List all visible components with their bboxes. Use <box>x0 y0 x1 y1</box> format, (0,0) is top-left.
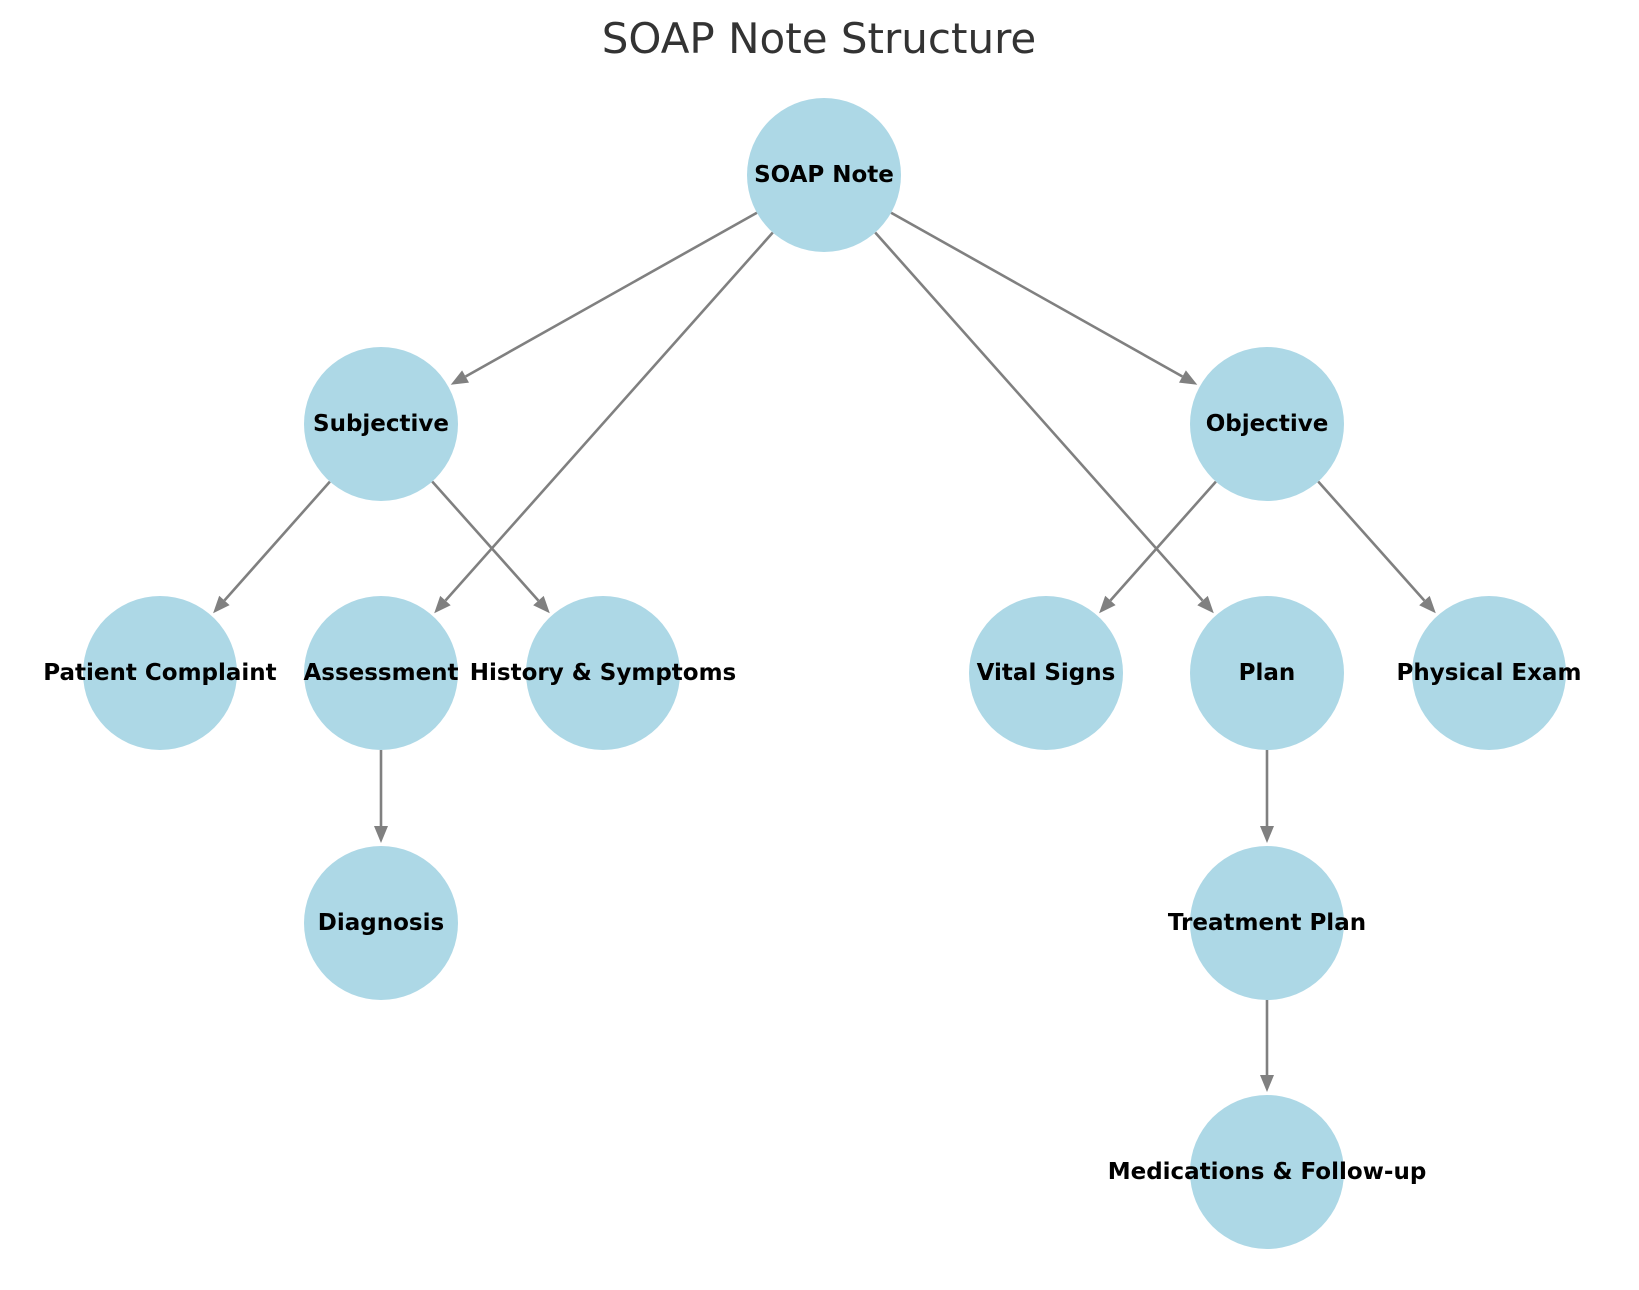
edge-soap-to-assessment <box>434 231 774 614</box>
node-circle <box>304 846 458 1000</box>
node-circle <box>83 596 237 750</box>
edge-line <box>890 211 1184 378</box>
node-vital_signs: Vital Signs <box>969 596 1123 750</box>
edge-line <box>1109 480 1217 602</box>
node-assessment: Assessment <box>303 596 459 750</box>
node-circle <box>1190 347 1344 501</box>
node-diagnosis: Diagnosis <box>304 846 458 1000</box>
edge-line <box>431 480 540 602</box>
edge-soap-to-objective <box>890 211 1198 385</box>
node-label: Diagnosis <box>318 910 444 936</box>
node-label: Medications & Follow-up <box>1108 1159 1427 1185</box>
arrow-head-icon <box>1179 370 1198 385</box>
edge-subjective-to-history <box>431 480 550 614</box>
node-label: Treatment Plan <box>1168 910 1366 936</box>
node-label: Plan <box>1239 660 1296 686</box>
node-physical_exam: Physical Exam <box>1397 596 1582 750</box>
node-circle <box>747 98 901 252</box>
edge-line <box>444 231 774 602</box>
edge-assessment-to-diagnosis <box>374 750 388 843</box>
edge-objective-to-physical_exam <box>1317 480 1436 614</box>
arrow-head-icon <box>533 595 550 614</box>
edge-soap-to-subjective <box>450 211 758 385</box>
node-circle <box>304 347 458 501</box>
edge-objective-to-vital_signs <box>1099 480 1217 614</box>
edge-soap-to-plan <box>874 231 1214 614</box>
node-label: Physical Exam <box>1397 660 1582 686</box>
node-soap: SOAP Note <box>747 98 901 252</box>
edge-line <box>874 231 1204 602</box>
arrow-head-icon <box>213 595 230 614</box>
node-subjective: Subjective <box>304 347 458 501</box>
arrow-head-icon <box>1260 1075 1274 1092</box>
arrow-head-icon <box>1419 595 1436 614</box>
node-circle <box>1190 846 1344 1000</box>
node-label: Objective <box>1206 411 1329 437</box>
node-label: Subjective <box>313 411 449 437</box>
edge-line <box>1317 480 1426 602</box>
arrow-head-icon <box>1099 595 1116 614</box>
node-patient_complaint: Patient Complaint <box>43 596 277 750</box>
node-label: Assessment <box>303 660 458 686</box>
node-plan: Plan <box>1190 596 1344 750</box>
edge-line <box>464 211 758 378</box>
node-history: History & Symptoms <box>470 596 736 750</box>
arrow-head-icon <box>1260 826 1274 843</box>
arrow-head-icon <box>374 826 388 843</box>
node-label: Vital Signs <box>977 660 1116 686</box>
arrow-head-icon <box>434 595 451 614</box>
node-label: Patient Complaint <box>43 660 276 686</box>
node-circle <box>1190 596 1344 750</box>
edge-subjective-to-patient_complaint <box>213 480 331 614</box>
arrow-head-icon <box>450 370 469 385</box>
node-circle <box>1412 596 1566 750</box>
edges-layer <box>213 211 1436 1092</box>
node-label: SOAP Note <box>754 162 894 188</box>
edge-plan-to-treatment_plan <box>1260 750 1274 843</box>
node-circle <box>304 596 458 750</box>
arrow-head-icon <box>1197 595 1214 614</box>
node-medications: Medications & Follow-up <box>1108 1095 1427 1249</box>
node-circle <box>526 596 680 750</box>
edge-treatment_plan-to-medications <box>1260 1000 1274 1092</box>
node-circle <box>1190 1095 1344 1249</box>
diagram-title: SOAP Note Structure <box>602 14 1037 63</box>
node-circle <box>969 596 1123 750</box>
node-label: History & Symptoms <box>470 660 736 686</box>
edge-line <box>223 480 331 602</box>
node-treatment_plan: Treatment Plan <box>1168 846 1366 1000</box>
node-objective: Objective <box>1190 347 1344 501</box>
